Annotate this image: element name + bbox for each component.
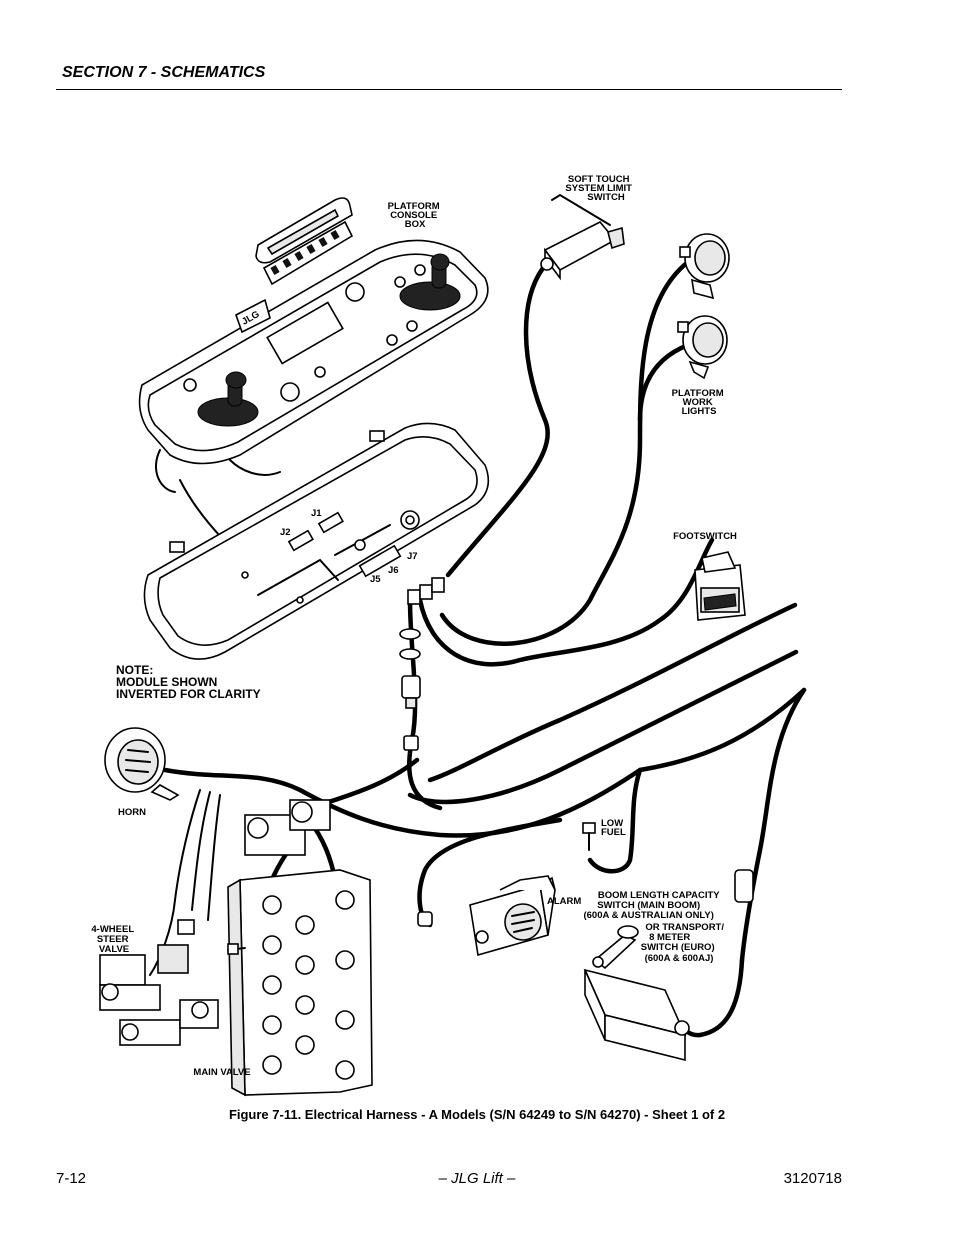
four-wheel-steer-valve [99, 919, 219, 1046]
j5-label: J5 [370, 574, 381, 585]
four-wheel-steer-label: 4-WHEEL STEER VALVE [91, 924, 136, 955]
figure-caption: Figure 7-11. Electrical Harness - A Mode… [228, 1107, 726, 1122]
soft-touch-label: SOFT TOUCH SYSTEM LIMIT SWITCH [565, 174, 634, 203]
platform-work-light-lower [677, 315, 728, 380]
platform-console-lid: JLG [138, 239, 489, 465]
main-valve-label: MAIN VALVE [193, 1067, 250, 1078]
alarm [417, 875, 556, 957]
page-number: 7-12 [56, 1170, 87, 1187]
platform-work-light-upper [679, 233, 730, 300]
footswitch [694, 551, 746, 621]
document-number: 3120718 [783, 1170, 842, 1187]
footer-brand: – JLG Lift – [438, 1170, 516, 1187]
footswitch-label: FOOTSWITCH [673, 531, 737, 542]
main-valve [227, 799, 373, 1097]
j6-label: J6 [388, 565, 399, 576]
j2-label: J2 [280, 527, 291, 538]
alarm-label: ALARM [547, 896, 581, 907]
module-note: NOTE: MODULE SHOWN INVERTED FOR CLARITY [116, 663, 261, 701]
low-fuel-label: LOW FUEL [601, 818, 626, 838]
cable-fittings [399, 628, 421, 751]
j7-label: J7 [407, 551, 418, 562]
display-module [255, 197, 354, 286]
horn-label: HORN [118, 807, 146, 818]
boom-length-label: BOOM LENGTH CAPACITY SWITCH (MAIN BOOM) … [583, 890, 726, 964]
platform-work-lights-label: PLATFORM WORK LIGHTS [672, 388, 727, 417]
low-fuel-sender [582, 822, 596, 851]
section-header: SECTION 7 - SCHEMATICS [62, 64, 266, 81]
header-rule [56, 89, 842, 90]
console-box [143, 422, 490, 660]
boom-length-capacity-switch [583, 869, 754, 1062]
soft-touch-switch [540, 193, 625, 281]
j1-label: J1 [311, 508, 322, 519]
horn [104, 727, 180, 801]
platform-console-label: PLATFORM CONSOLE BOX [388, 201, 443, 230]
